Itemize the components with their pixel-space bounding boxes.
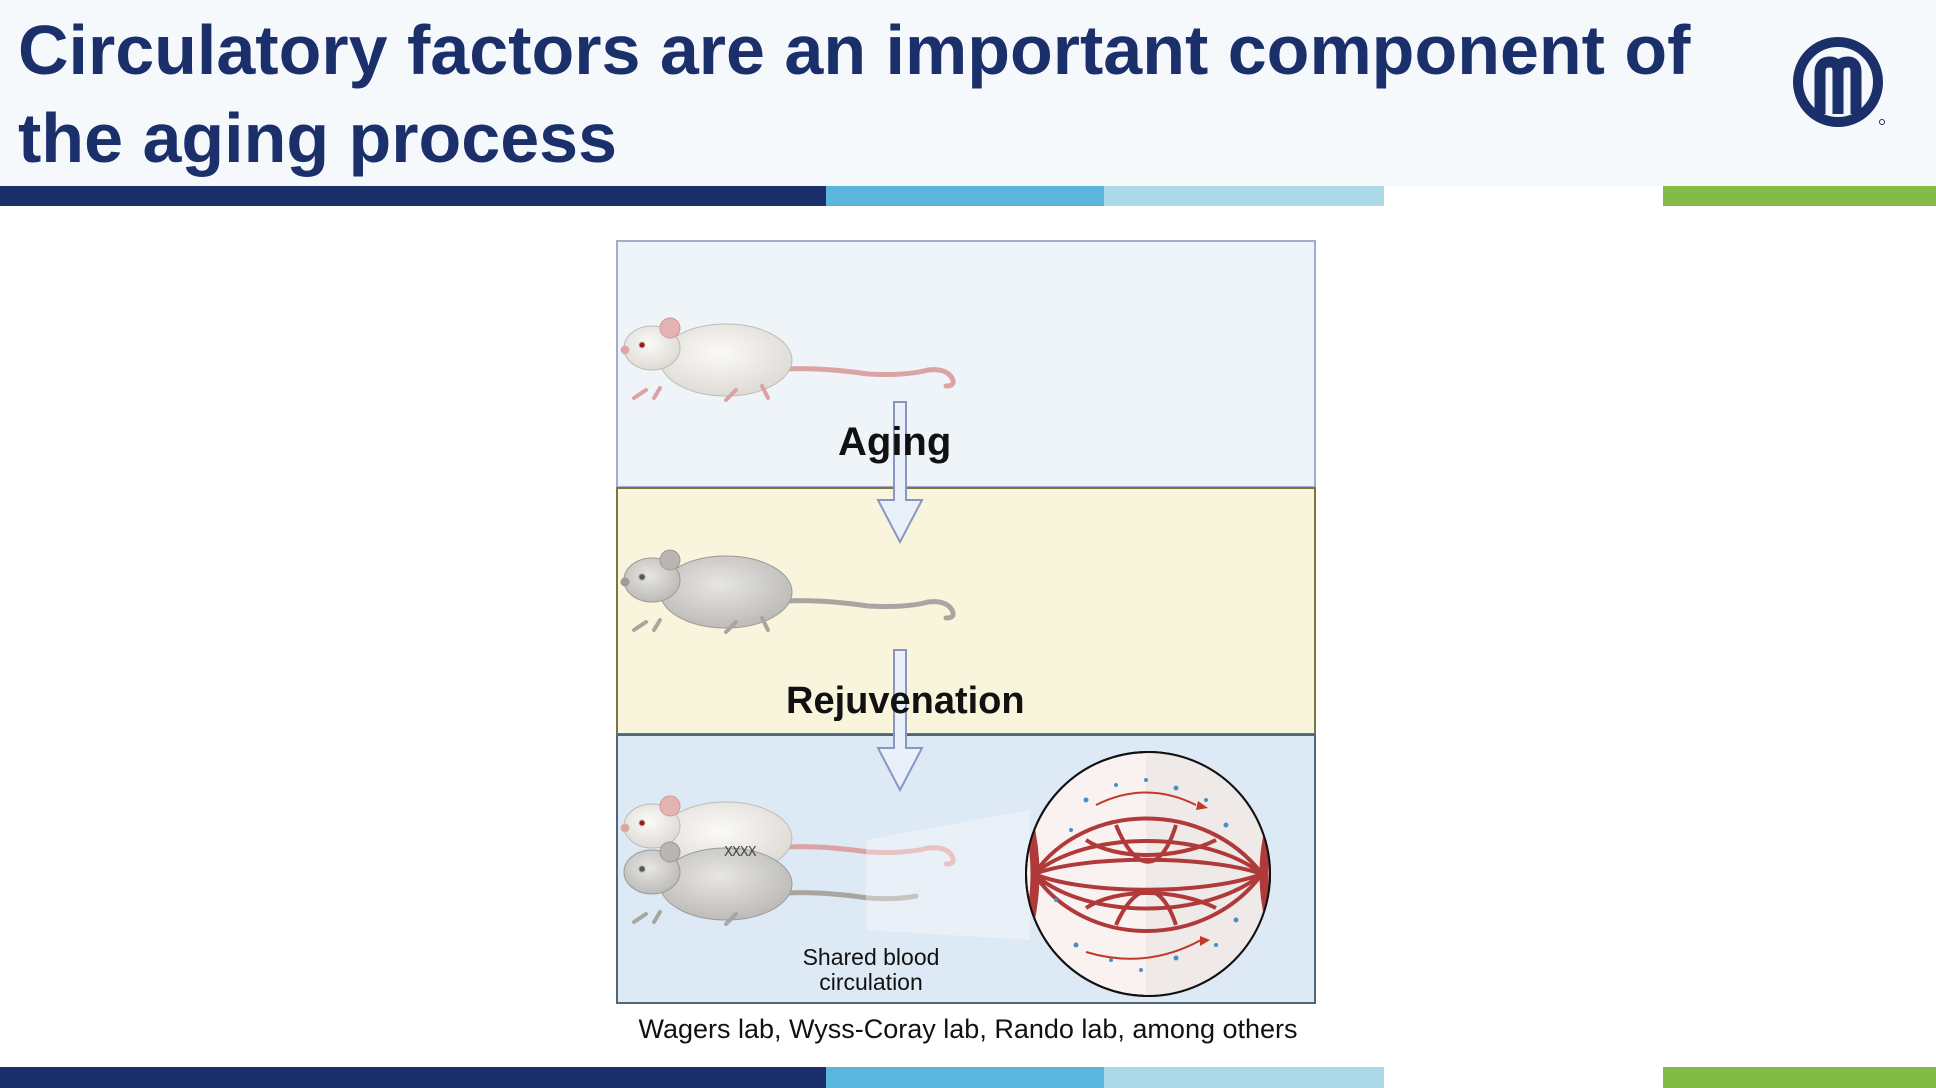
down-arrow-icon [876,401,924,545]
parabiosis-figure: XXXX [616,240,1320,1004]
old-mouse-icon [620,549,956,634]
shared-circulation-label: Shared blood circulation [802,944,940,995]
stage-label-aging: Aging [838,420,952,464]
down-arrow-icon [876,649,924,793]
young-mouse-icon [621,318,953,400]
logo-icon [1793,37,1885,127]
slide-title: Circulatory factors are an important com… [18,11,1691,177]
top-color-stripe [0,186,1936,206]
suture-mark: XXXX [724,845,757,860]
stage-label-rejuvenation: Rejuvenation [786,680,1025,722]
figure-illustration: XXXX [616,240,1271,997]
bottom-color-stripe [0,1067,1936,1088]
citation-text: Wagers lab, Wyss-Coray lab, Rando lab, a… [638,1014,1298,1044]
parabiosis-mice-icon: XXXX [621,796,953,926]
slide-header: Circulatory factors are an important com… [0,0,1936,186]
blood-vessel-network-icon [1025,751,1271,997]
